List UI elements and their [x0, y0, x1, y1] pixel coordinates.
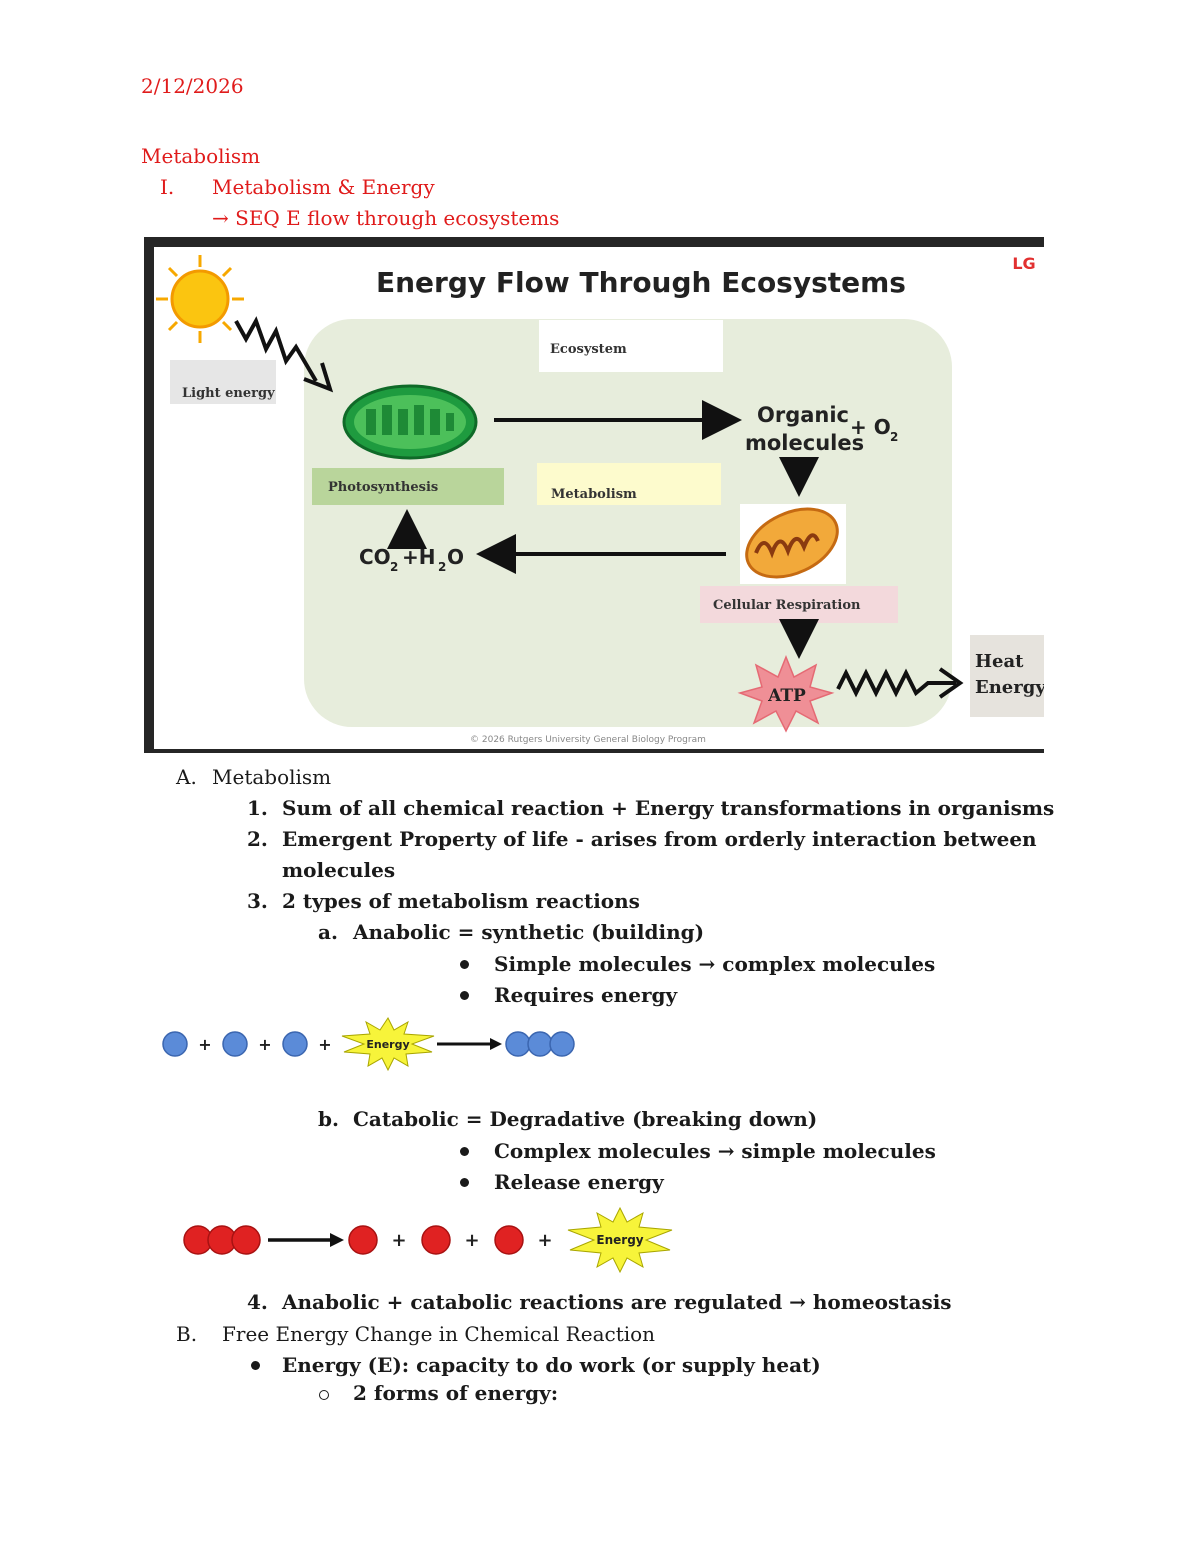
plus-o2-label: + O: [850, 415, 891, 439]
roman-heading: Metabolism & Energy: [212, 175, 435, 199]
energy-burst-label: Energy: [366, 1038, 409, 1051]
energy-label: Energy: [975, 677, 1044, 698]
item-3-number: 3.: [247, 889, 268, 913]
plus-h-label: +H: [402, 545, 436, 569]
bullet-dot: [460, 960, 469, 969]
complex-molecule-icon: [231, 1225, 261, 1255]
light-wave-arrow: [234, 316, 318, 383]
section-title: Metabolism: [141, 144, 261, 168]
item-2-number: 2.: [247, 827, 268, 851]
light-energy-box: [170, 360, 276, 404]
catabolic-title: Catabolic = Degradative (breaking down): [353, 1107, 818, 1131]
plus-sign: +: [464, 1230, 479, 1251]
energy-burst-icon: [341, 1017, 435, 1072]
anabolic-bullet-1: Simple molecules → complex molecules: [494, 952, 936, 976]
item-3-text: 2 types of metabolism reactions: [282, 889, 640, 913]
figure-title: Energy Flow Through Ecosystems: [376, 266, 906, 299]
simple-molecule-icon: [494, 1225, 524, 1255]
o2-subscript: 2: [890, 430, 898, 444]
arrow-note: → SEQ E flow through ecosystems: [212, 206, 560, 230]
anabolic-marker: a.: [318, 920, 338, 944]
catabolic-marker: b.: [318, 1107, 339, 1131]
plus-sign: +: [198, 1035, 211, 1054]
item-4-text: Anabolic + catabolic reactions are regul…: [282, 1290, 952, 1314]
h2o-o-label: O: [447, 545, 464, 569]
heat-wave-arrow: [836, 668, 956, 698]
plus-sign: +: [391, 1230, 406, 1251]
plus-sign: +: [537, 1230, 552, 1251]
heat-wave-arrowhead: [938, 667, 964, 699]
catabolic-bullet-2: Release energy: [494, 1170, 664, 1194]
ecosystem-label: Ecosystem: [550, 342, 627, 357]
outline-a-title: Metabolism: [212, 765, 332, 789]
plus-sign: +: [258, 1035, 271, 1054]
item-1-text: Sum of all chemical reaction + Energy tr…: [282, 796, 1055, 820]
bullet-dot: [460, 1178, 469, 1187]
roman-numeral-marker: I.: [160, 175, 175, 199]
h2o-subscript: 2: [438, 560, 446, 574]
reaction-arrowhead: [490, 1038, 502, 1050]
heat-label: Heat: [975, 651, 1024, 672]
light-energy-label: Light energy: [182, 386, 275, 401]
energy-burst-icon: [567, 1206, 673, 1274]
item-4-number: 4.: [247, 1290, 268, 1314]
energy-burst-label: Energy: [596, 1233, 643, 1247]
outline-b-title: Free Energy Change in Chemical Reaction: [222, 1322, 656, 1346]
cellular-respiration-label: Cellular Respiration: [713, 598, 861, 613]
atp-burst-icon: [737, 654, 835, 733]
hollow-bullet-dot: [319, 1390, 329, 1400]
energy-flow-figure: Energy Flow Through Ecosystems LG Light …: [144, 237, 1044, 753]
co2-label: CO: [359, 545, 391, 569]
catabolic-reaction-diagram: + + + Energy: [183, 1206, 673, 1274]
simple-molecule-icon: [348, 1225, 378, 1255]
ecosystem-box: [539, 320, 723, 372]
heat-energy-box: [970, 635, 1044, 717]
mitochondrion-icon: [740, 504, 846, 584]
ecosystem-panel: [304, 319, 952, 727]
anabolic-title: Anabolic = synthetic (building): [353, 920, 705, 944]
photosynthesis-box: [312, 468, 504, 505]
metabolism-box: [537, 463, 721, 505]
atp-label: ATP: [767, 686, 806, 706]
energy-definition-bullet: Energy (E): capacity to do work (or supp…: [282, 1353, 821, 1377]
lg-badge: LG: [1012, 254, 1035, 273]
molecules-label: molecules: [745, 431, 864, 455]
item-2-text-continued: molecules: [282, 858, 396, 882]
outline-b-marker: B.: [176, 1322, 198, 1346]
simple-molecule-icon: [421, 1225, 451, 1255]
bullet-dot: [460, 1147, 469, 1156]
plus-sign: +: [318, 1035, 331, 1054]
anabolic-bullet-2: Requires energy: [494, 983, 678, 1007]
metabolism-label: Metabolism: [551, 487, 637, 502]
complex-molecule-icon: [505, 1031, 531, 1057]
forms-of-energy-bullet: 2 forms of energy:: [353, 1381, 559, 1405]
simple-molecule-icon: [282, 1031, 308, 1057]
bullet-dot: [251, 1361, 260, 1370]
outline-a-marker: A.: [176, 765, 197, 789]
photosynthesis-label: Photosynthesis: [328, 480, 438, 495]
complex-molecule-icon: [549, 1031, 575, 1057]
bullet-dot: [460, 991, 469, 1000]
chloroplast-icon: [342, 384, 478, 460]
anabolic-reaction-diagram: + + + Energy: [162, 1017, 575, 1072]
simple-molecule-icon: [162, 1031, 188, 1057]
reaction-arrowhead: [330, 1233, 344, 1247]
co2-subscript: 2: [390, 560, 398, 574]
sun-icon: [156, 255, 244, 343]
item-2-text: Emergent Property of life - arises from …: [282, 827, 1037, 851]
figure-copyright: © 2026 Rutgers University General Biolog…: [470, 735, 706, 745]
complex-molecule-icon: [527, 1031, 553, 1057]
organic-label: Organic: [757, 403, 849, 427]
simple-molecule-icon: [222, 1031, 248, 1057]
document-date: 2/12/2026: [141, 74, 244, 98]
item-1-number: 1.: [247, 796, 268, 820]
energy-flow-svg: Energy Flow Through Ecosystems LG Light …: [154, 247, 1044, 749]
catabolic-bullet-1: Complex molecules → simple molecules: [494, 1139, 936, 1163]
light-wave-arrowhead: [303, 362, 334, 393]
cellular-respiration-box: [700, 586, 898, 623]
